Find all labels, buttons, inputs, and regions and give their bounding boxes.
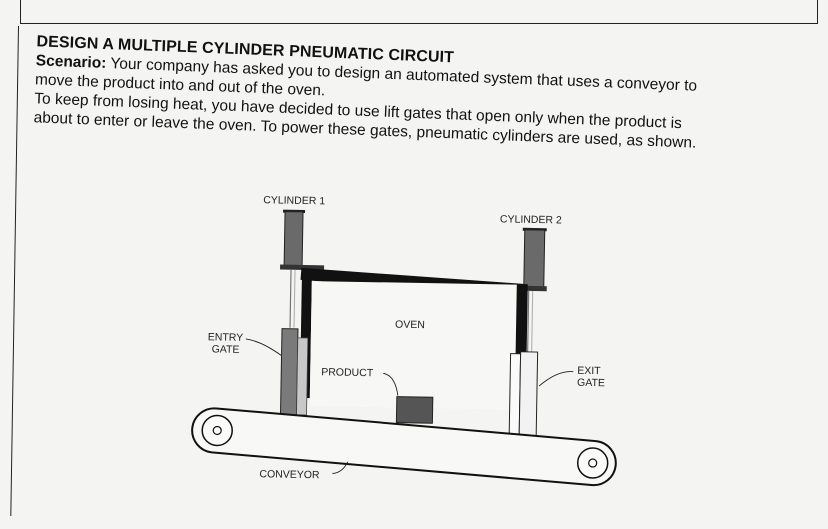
conveyor-leader: [332, 461, 349, 474]
exit-gate-leader: [538, 371, 574, 387]
entry-gate-label-line-1: ENTRY: [208, 331, 244, 344]
oven-interior: [309, 281, 517, 410]
page: DESIGN A MULTIPLE CYLINDER PNEUMATIC CIR…: [10, 0, 828, 529]
cylinder-1-body: [283, 211, 304, 267]
product-box: [395, 396, 434, 424]
oven-label: OVEN: [395, 319, 425, 332]
conveyor-roller-left: [201, 414, 233, 447]
previous-section-box: [20, 0, 818, 24]
oven-conveyor-diagram: CYLINDER 1 CYLINDER 2 OVEN ENTRY GATE EX…: [191, 194, 617, 487]
entry-gate-leader: [245, 338, 282, 356]
conveyor-belt: [191, 407, 617, 487]
cylinder-2-rod: [527, 290, 530, 352]
cylinder-2-body: [523, 229, 546, 289]
exit-gate-label-line-1: EXIT: [577, 365, 601, 377]
cylinder-2-label: CYLINDER 2: [500, 213, 562, 226]
product-label: PRODUCT: [321, 366, 374, 379]
entry-gate: [279, 328, 299, 416]
cylinder-1-label: CYLINDER 1: [263, 194, 325, 207]
conveyor-roller-right: [576, 447, 609, 479]
conveyor-label: CONVEYOR: [259, 468, 320, 481]
exit-gate-label-line-2: GATE: [577, 377, 605, 389]
cylinder-1-rod: [289, 269, 292, 328]
product-leader: [383, 372, 399, 396]
entry-gate-label-line-2: GATE: [212, 343, 240, 355]
